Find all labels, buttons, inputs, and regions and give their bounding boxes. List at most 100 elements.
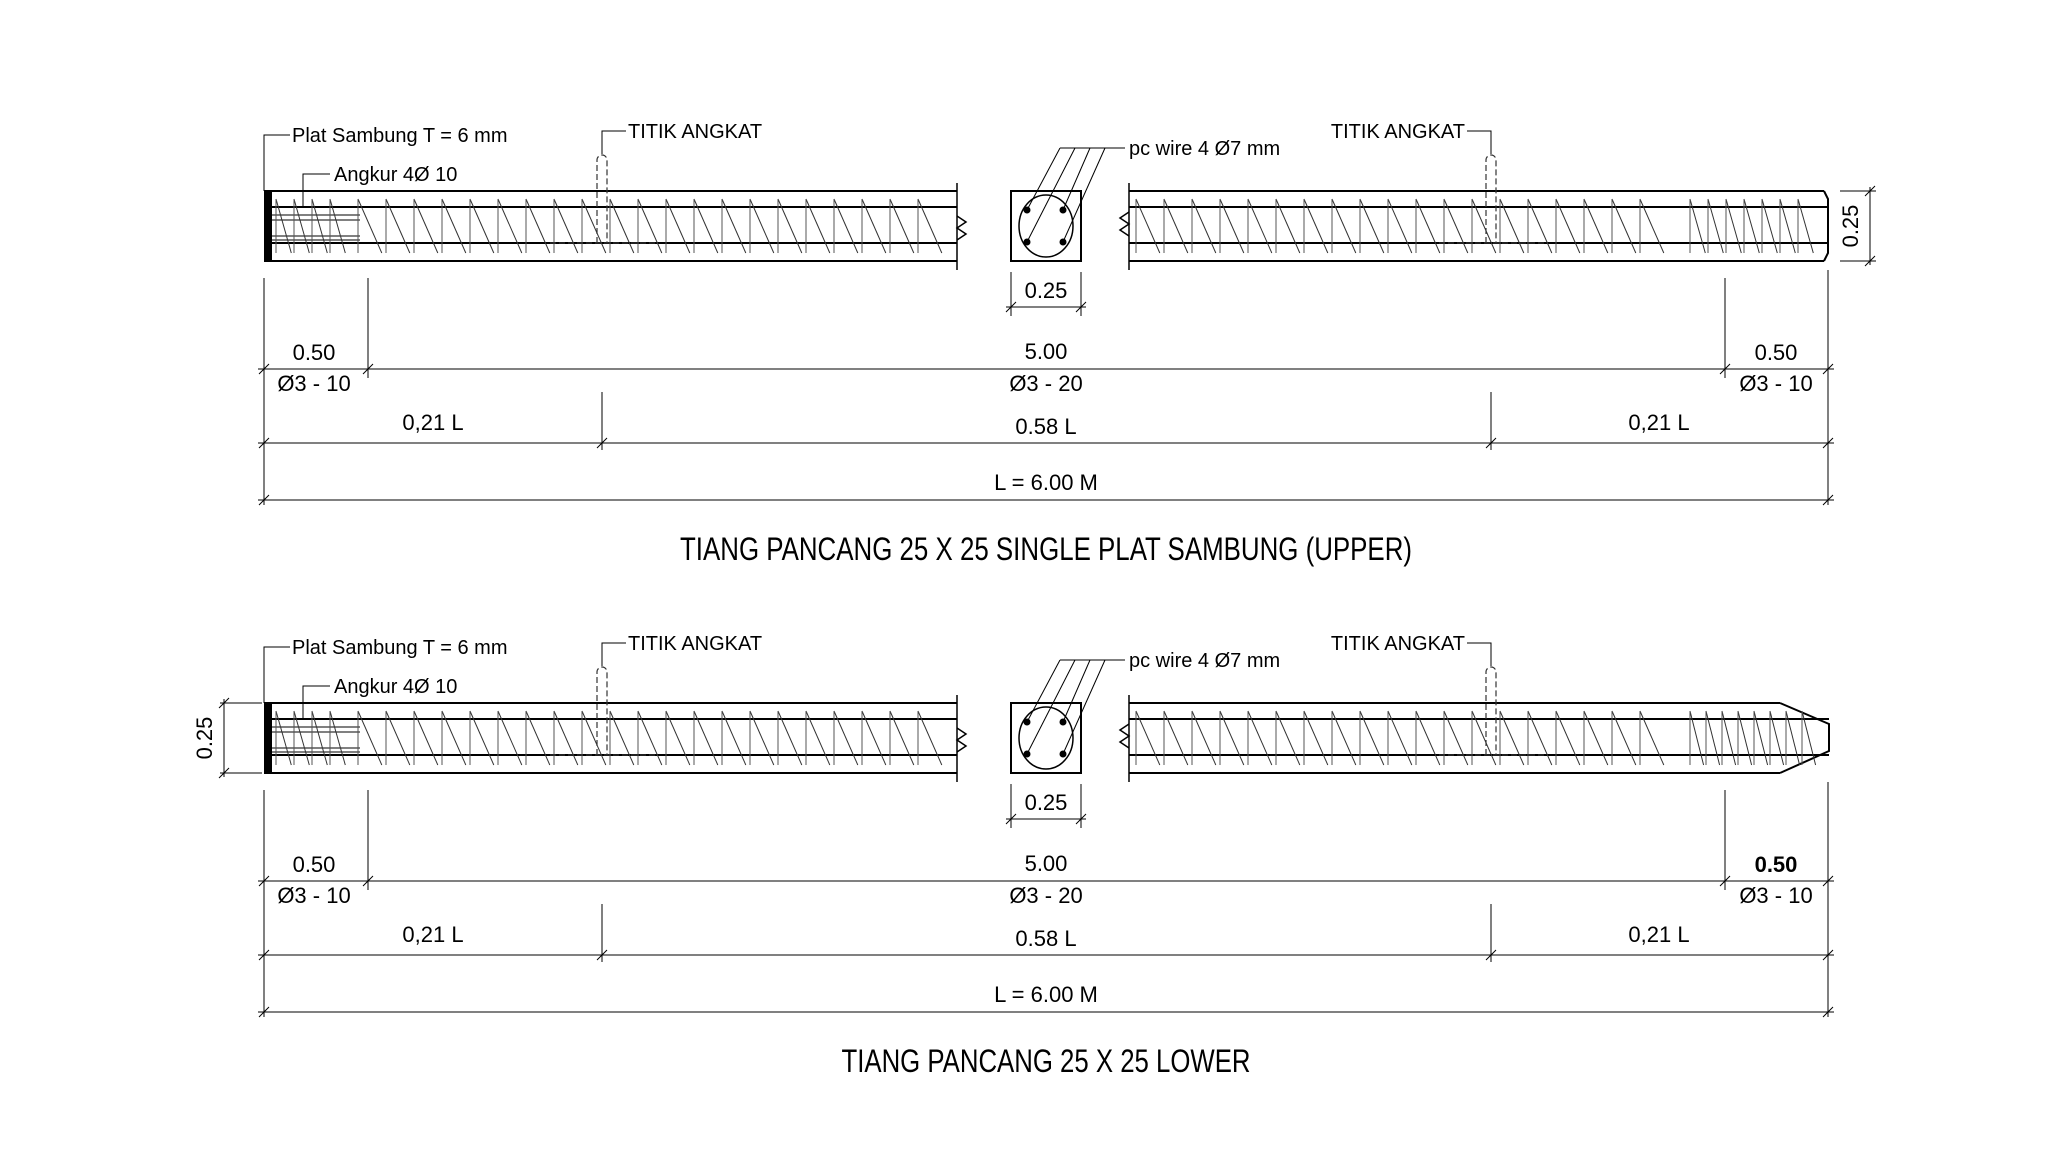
dimension-tick	[1485, 437, 1497, 449]
stirrup-diagonal	[1583, 198, 1609, 254]
stirrup-diagonal	[275, 198, 292, 254]
dimension-tick	[258, 437, 270, 449]
dimension-tick	[1822, 494, 1834, 506]
stirrup-diagonal	[1443, 198, 1469, 254]
wire-label: pc wire 4 Ø7 mm	[1129, 138, 1280, 160]
stirrup-diagonal	[293, 198, 310, 254]
plate-leader	[263, 646, 290, 703]
stirrup-diagonal	[1779, 198, 1796, 254]
stirrup-diagonal	[833, 710, 859, 766]
stirrup-diagonal	[1639, 710, 1665, 766]
anchor-label: Angkur 4Ø 10	[334, 164, 457, 186]
stirrup-dense-right	[1689, 198, 1814, 254]
stirrup-diagonal	[275, 710, 292, 766]
stirrup-diagonal	[497, 710, 523, 766]
section-width-dim: 0.25	[1025, 790, 1068, 815]
total-length-dim: L = 6.00 M	[994, 982, 1098, 1007]
pile-elevation	[264, 183, 1829, 270]
wire-leader	[1026, 659, 1076, 755]
stirrup-diagonal	[1387, 198, 1413, 254]
lifting-point-right	[1439, 666, 1546, 756]
dimension-tick	[1719, 363, 1731, 375]
stirrup-diagonal	[1785, 710, 1801, 766]
wire-leader	[1062, 147, 1106, 243]
stirrup-middle-spacing: Ø3 - 20	[1009, 371, 1082, 396]
stirrup-middle-right	[1135, 198, 1665, 254]
dimension-tick	[1822, 437, 1834, 449]
stirrup-diagonal	[1801, 710, 1817, 766]
stirrup-diagonal	[413, 198, 439, 254]
stirrup-diagonal	[833, 198, 859, 254]
lift-left-leader	[601, 642, 626, 666]
anchor-leader	[302, 173, 330, 207]
stirrup-diagonal	[1275, 198, 1301, 254]
stirrup-diagonal	[581, 198, 607, 254]
stirrup-diagonal	[861, 710, 887, 766]
lift-point-left-label: TITIK ANGKAT	[628, 633, 762, 655]
plate-leader	[263, 134, 290, 191]
pile-height-dim: 0.25	[192, 717, 217, 760]
dimension-tick	[1005, 813, 1017, 825]
stirrup-diagonal	[1415, 198, 1441, 254]
lift-left-dim: 0,21 L	[402, 410, 463, 435]
stirrup-diagonal	[1135, 710, 1161, 766]
section-outline	[1010, 190, 1082, 262]
lifting-point-right	[1439, 154, 1546, 244]
wire-leader	[1062, 659, 1106, 755]
stirrup-diagonal	[1639, 198, 1665, 254]
dimension-tick	[1005, 301, 1017, 313]
stirrup-diagonal	[609, 198, 635, 254]
lift-right-dim: 0,21 L	[1628, 410, 1689, 435]
stirrup-right-spacing: Ø3 - 10	[1739, 371, 1812, 396]
stirrup-diagonal	[1611, 198, 1637, 254]
stirrup-diagonal	[1499, 198, 1525, 254]
stirrup-diagonal	[357, 710, 383, 766]
lifting-loop	[596, 666, 608, 755]
wire-label: pc wire 4 Ø7 mm	[1129, 650, 1280, 672]
stirrup-diagonal	[1163, 710, 1189, 766]
stirrup-diagonal	[805, 198, 831, 254]
lifting-point-left	[550, 666, 657, 756]
stirrup-diagonal	[1331, 198, 1357, 254]
stirrup-diagonal	[637, 198, 663, 254]
pile-tip	[1779, 702, 1830, 774]
stirrup-middle-spacing: Ø3 - 20	[1009, 883, 1082, 908]
stirrup-diagonal	[385, 710, 411, 766]
stirrup-diagonal	[311, 198, 328, 254]
stirrup-diagonal	[1303, 198, 1329, 254]
stirrup-diagonal	[1163, 198, 1189, 254]
stirrup-diagonal	[1527, 710, 1553, 766]
stirrup-diagonal	[1737, 710, 1753, 766]
drawing-title: TIANG PANCANG 25 X 25 SINGLE PLAT SAMBUN…	[680, 531, 1412, 567]
stirrup-diagonal	[357, 198, 383, 254]
stirrup-diagonal	[1689, 710, 1705, 766]
stirrup-diagonal	[441, 198, 467, 254]
anchor-leader	[302, 685, 330, 719]
dimension-tick	[1822, 363, 1834, 375]
stirrup-diagonal	[553, 710, 579, 766]
dimension-tick	[596, 949, 608, 961]
stirrup-left-spacing: Ø3 - 10	[277, 883, 350, 908]
stirrup-diagonal	[1499, 710, 1525, 766]
dimension-tick	[258, 494, 270, 506]
section-outline	[1010, 702, 1082, 774]
stirrup-diagonal	[1583, 710, 1609, 766]
end-zone-left-dim: 0.50	[293, 340, 336, 365]
break-zigzag	[955, 215, 968, 241]
lifting-loop	[1485, 666, 1497, 755]
stirrup-diagonal	[917, 198, 943, 254]
dimension-tick	[1719, 875, 1731, 887]
dimension-tick	[258, 363, 270, 375]
stirrup-diagonal	[1725, 198, 1742, 254]
splice-plate	[264, 703, 272, 773]
stirrup-diagonal	[889, 198, 915, 254]
stirrup-middle-left	[357, 710, 943, 766]
stirrup-diagonal	[525, 710, 551, 766]
stirrup-diagonal	[805, 710, 831, 766]
stirrup-diagonal	[721, 198, 747, 254]
stirrup-dense-left	[275, 198, 346, 254]
stirrup-diagonal	[1555, 198, 1581, 254]
